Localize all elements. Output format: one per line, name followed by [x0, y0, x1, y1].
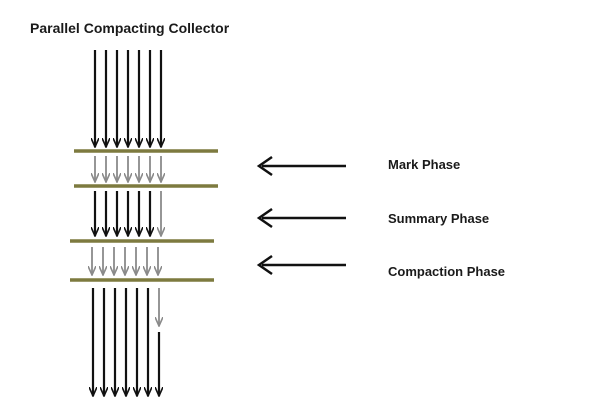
summary-phase-label: Summary Phase — [388, 211, 490, 226]
arrow-columns — [92, 50, 161, 396]
diagram-title: Parallel Compacting Collector — [30, 20, 230, 36]
mark-phase-label: Mark Phase — [388, 157, 461, 172]
compaction-phase-pointer-arrow — [256, 254, 346, 276]
compaction-phase-label: Compaction Phase — [388, 264, 506, 279]
summary-phase-pointer-arrow — [256, 207, 346, 229]
mark-phase-pointer-arrow — [256, 155, 346, 177]
